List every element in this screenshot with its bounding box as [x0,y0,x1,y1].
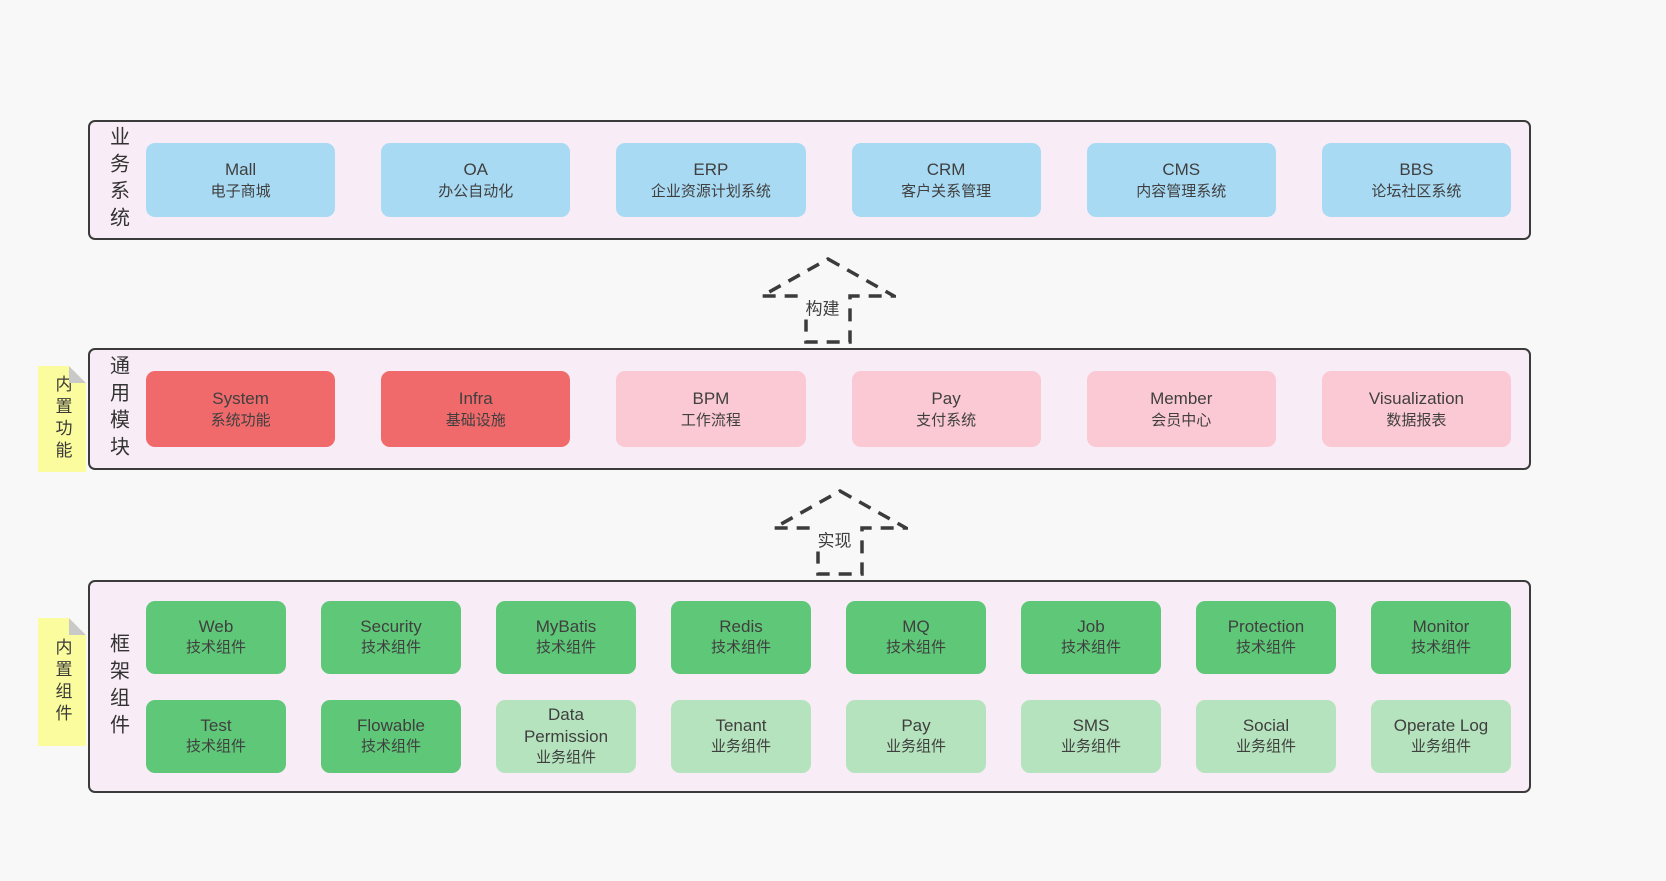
box-crm: CRM 客户关系管理 [851,143,1041,217]
dashed-up-arrow-icon [772,489,908,576]
box-monitor: Monitor 技术组件 [1371,600,1511,674]
business-box-grid: Mall 电子商城 OA 办公自动化 ERP 企业资源计划系统 CRM 客户关系… [146,122,1511,238]
box-flowable: Flowable 技术组件 [321,699,461,773]
arrow-build: 构建 [760,257,896,344]
box-operate-log: Operate Log 业务组件 [1371,699,1511,773]
box-security: Security 技术组件 [321,600,461,674]
dashed-up-arrow-icon [760,257,896,344]
box-bpm: BPM 工作流程 [616,371,806,447]
box-sms: SMS 业务组件 [1021,699,1161,773]
box-system: System 系统功能 [146,371,336,447]
layer-label-framework-components: 框架组件 [106,632,129,741]
box-visualization: Visualization 数据报表 [1321,371,1511,447]
box-protection: Protection 技术组件 [1196,600,1336,674]
note-built-in-components: 内置组件 [38,618,86,746]
box-redis: Redis 技术组件 [671,600,811,674]
box-infra: Infra 基础设施 [381,371,571,447]
layer-framework-components: 框架组件 Web 技术组件 Security 技术组件 MyBatis 技术组件… [88,580,1531,793]
box-erp: ERP 企业资源计划系统 [616,143,806,217]
box-pay-component: Pay 业务组件 [846,699,986,773]
box-member: Member 会员中心 [1086,371,1276,447]
box-pay-module: Pay 支付系统 [851,371,1041,447]
layer-common-modules: 通用模块 System 系统功能 Infra 基础设施 BPM 工作流程 Pay… [88,348,1531,470]
box-cms: CMS 内容管理系统 [1086,143,1276,217]
box-mq: MQ 技术组件 [846,600,986,674]
box-test: Test 技术组件 [146,699,286,773]
box-social: Social 业务组件 [1196,699,1336,773]
box-tenant: Tenant 业务组件 [671,699,811,773]
framework-box-grid: Web 技术组件 Security 技术组件 MyBatis 技术组件 Redi… [146,582,1511,791]
box-oa: OA 办公自动化 [381,143,571,217]
note-fold-icon [69,618,86,635]
box-data-permission: Data Permission 业务组件 [496,699,636,773]
arrow-implement-label: 实现 [814,526,855,552]
box-mall: Mall 电子商城 [146,143,336,217]
note-fold-icon [69,366,86,383]
layer-business-systems: 业务系统 Mall 电子商城 OA 办公自动化 ERP 企业资源计划系统 CRM… [88,120,1531,240]
box-web: Web 技术组件 [146,600,286,674]
box-mybatis: MyBatis 技术组件 [496,600,636,674]
modules-box-grid: System 系统功能 Infra 基础设施 BPM 工作流程 Pay 支付系统… [146,350,1511,468]
box-bbs: BBS 论坛社区系统 [1321,143,1511,217]
arrow-build-label: 构建 [802,294,843,320]
layer-label-business-systems: 业务系统 [106,126,129,234]
note-built-in-functions: 内置功能 [38,366,86,472]
arrow-implement: 实现 [772,489,908,576]
box-job: Job 技术组件 [1021,600,1161,674]
layer-label-common-modules: 通用模块 [106,355,129,463]
